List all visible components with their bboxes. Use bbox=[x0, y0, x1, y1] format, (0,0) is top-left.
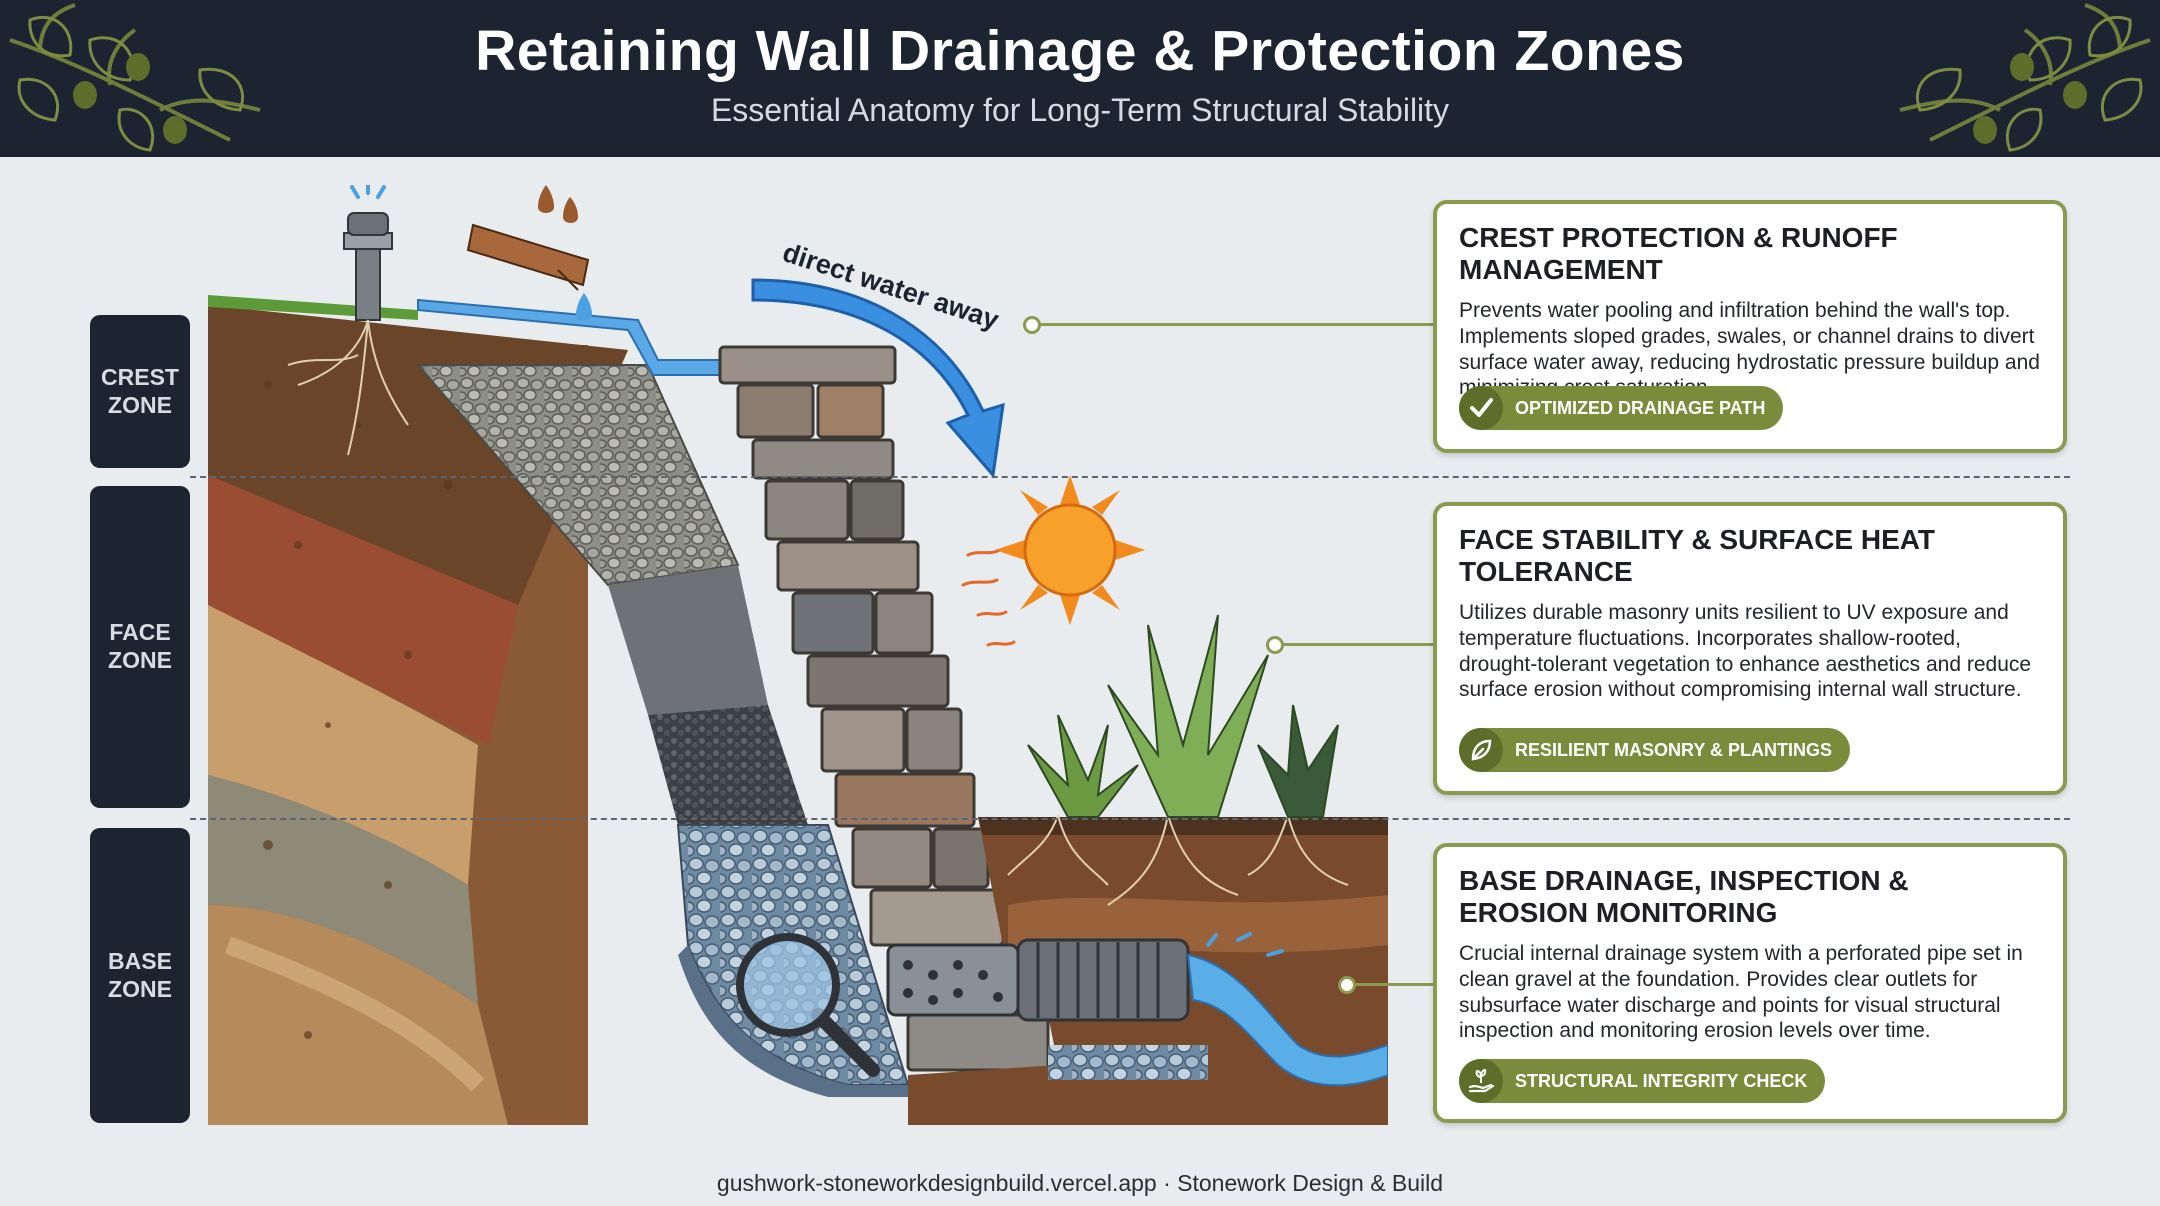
gravel-backfill-mid bbox=[608, 565, 768, 715]
connector-line-crest bbox=[1037, 323, 1433, 326]
olive-branch-right-icon bbox=[1899, 3, 2151, 152]
gravel-backfill-dark bbox=[648, 705, 808, 825]
magnifying-glass-icon bbox=[736, 933, 880, 1077]
card-title: CREST PROTECTION & RUNOFF MANAGEMENT bbox=[1459, 222, 1898, 286]
plant-roots bbox=[1007, 814, 1349, 906]
badge-structural-integrity: STRUCTURAL INTEGRITY CHECK bbox=[1459, 1059, 1826, 1103]
zone-tab-base: BASE ZONE bbox=[90, 828, 190, 1123]
stone-wall bbox=[718, 345, 1050, 1072]
perforated-drain-pipe bbox=[886, 932, 1388, 1087]
outlet-gravel bbox=[1048, 1045, 1208, 1080]
card-title: BASE DRAINAGE, INSPECTION & EROSION MONI… bbox=[1459, 865, 1909, 929]
connector-dot-base bbox=[1338, 976, 1356, 994]
soil-layer-sand bbox=[208, 605, 478, 885]
gutter-downspout-icon bbox=[466, 185, 592, 321]
sun-icon bbox=[961, 475, 1145, 647]
soil-layer-clay bbox=[208, 475, 518, 745]
card-title: FACE STABILITY & SURFACE HEAT TOLERANCE bbox=[1459, 524, 1936, 588]
badge-optimized-drainage: OPTIMIZED DRAINAGE PATH bbox=[1459, 386, 1784, 430]
connector-line-face bbox=[1280, 643, 1433, 646]
page-title: Retaining Wall Drainage & Protection Zon… bbox=[475, 19, 1685, 83]
zone-divider-face-base bbox=[190, 818, 2070, 820]
card-base-drainage: BASE DRAINAGE, INSPECTION & EROSION MONI… bbox=[1433, 843, 2067, 1123]
drain-inlet-icon bbox=[343, 185, 393, 321]
soil-layer-silt bbox=[208, 775, 478, 1005]
checkmark-icon bbox=[1459, 386, 1503, 430]
card-body: Utilizes durable masonry units resilient… bbox=[1459, 601, 2032, 702]
hand-plant-icon bbox=[1459, 1059, 1503, 1103]
card-body: Crucial internal drainage system with a … bbox=[1459, 942, 2023, 1043]
badge-resilient-masonry: RESILIENT MASONRY & PLANTINGS bbox=[1459, 728, 1851, 772]
zone-tab-crest: CREST ZONE bbox=[90, 315, 190, 468]
succulent-plants bbox=[1027, 614, 1339, 818]
connector-dot-crest bbox=[1023, 316, 1041, 334]
connector-line-base bbox=[1352, 983, 1433, 986]
zone-divider-crest-face bbox=[190, 476, 2070, 478]
connector-dot-face bbox=[1266, 636, 1284, 654]
retaining-wall-cross-section: direct water away bbox=[208, 185, 1388, 1125]
olive-branch-left-icon bbox=[9, 3, 261, 152]
direction-arrow-icon bbox=[751, 278, 1005, 479]
leaf-icon bbox=[1459, 728, 1503, 772]
footer-credit: gushwork-stoneworkdesignbuild.vercel.app… bbox=[716, 1170, 1444, 1196]
badge-label: STRUCTURAL INTEGRITY CHECK bbox=[1515, 1070, 1808, 1091]
badge-label: RESILIENT MASONRY & PLANTINGS bbox=[1515, 739, 1833, 760]
header-banner: Retaining Wall Drainage & Protection Zon… bbox=[0, 0, 2160, 157]
zone-tab-face: FACE ZONE bbox=[90, 486, 190, 808]
grass-roots bbox=[287, 319, 409, 456]
card-face-stability: FACE STABILITY & SURFACE HEAT TOLERANCE … bbox=[1433, 502, 2067, 795]
card-crest-protection: CREST PROTECTION & RUNOFF MANAGEMENT Pre… bbox=[1433, 200, 2067, 453]
page-subtitle: Essential Anatomy for Long-Term Structur… bbox=[710, 92, 1450, 128]
badge-label: OPTIMIZED DRAINAGE PATH bbox=[1515, 397, 1766, 418]
